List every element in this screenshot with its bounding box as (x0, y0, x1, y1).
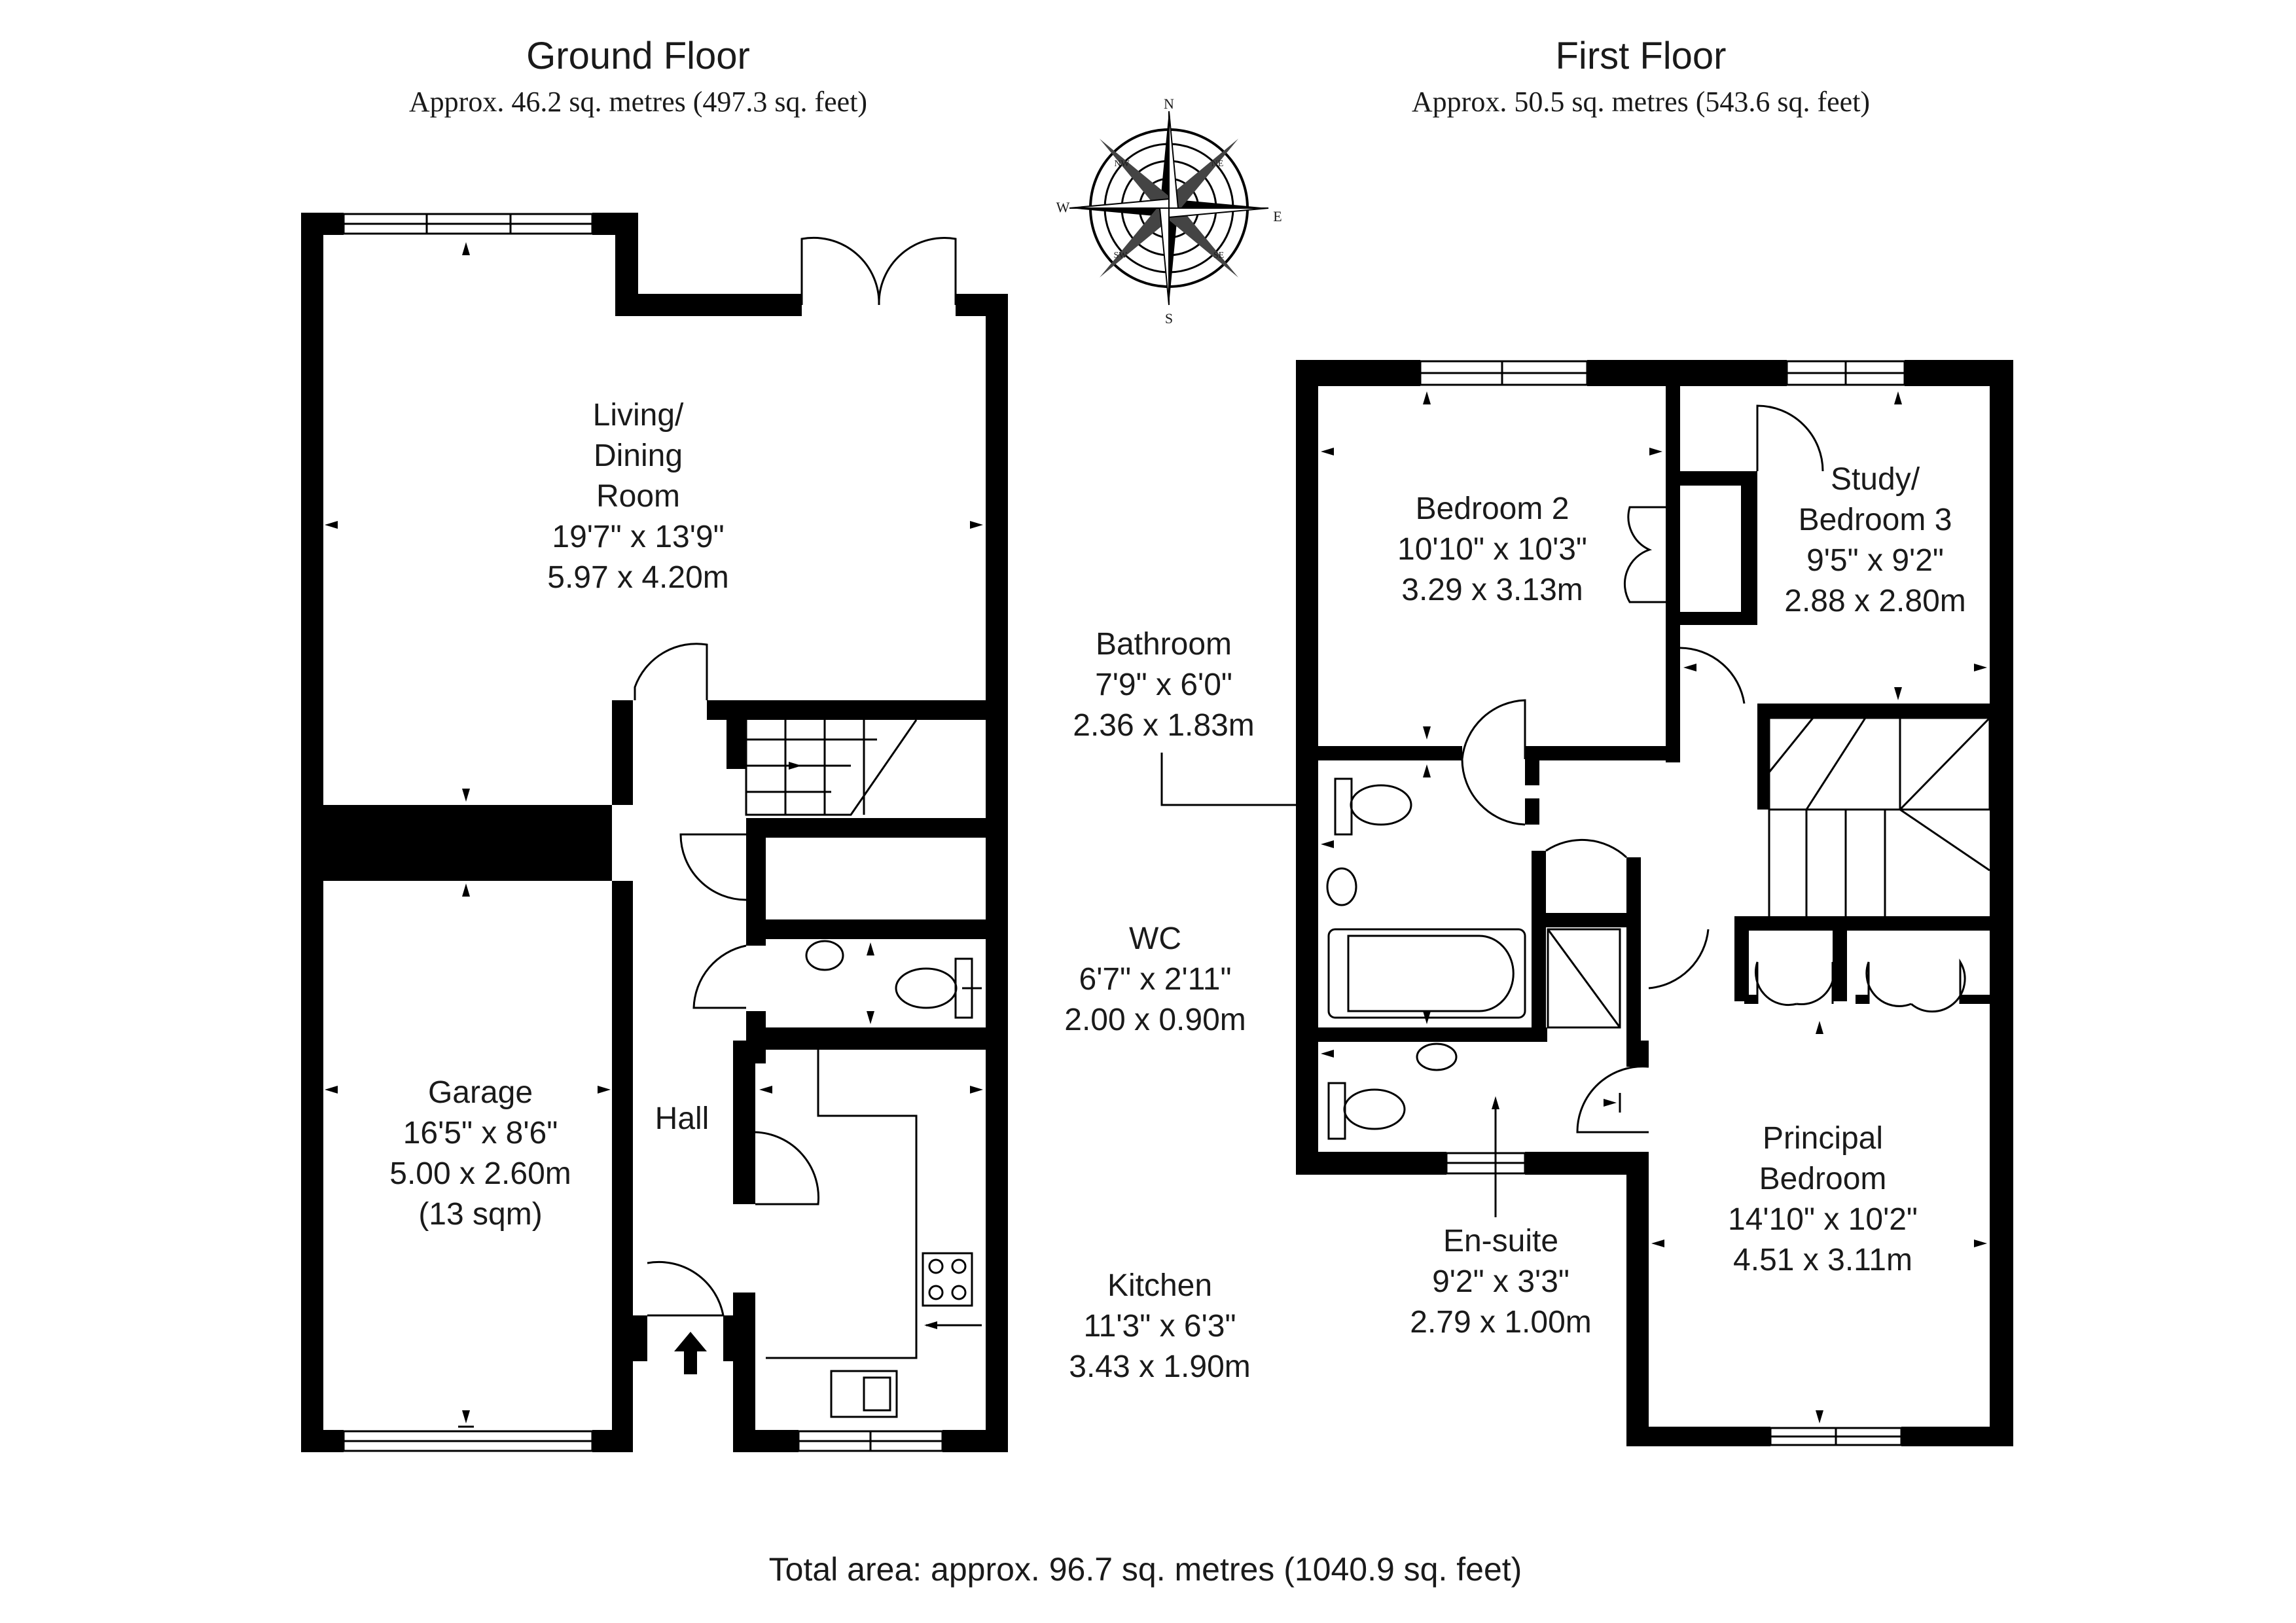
compass-n: N (1164, 96, 1174, 112)
principal-line-2: Bedroom (1759, 1162, 1887, 1196)
compass-e: E (1273, 208, 1282, 224)
study-line-4: 2.88 x 2.80m (1784, 584, 1966, 618)
hall-label: Hall (655, 1101, 709, 1136)
principal-line-3: 14'10" x 10'2" (1728, 1202, 1918, 1237)
bedroom2-line-1: Bedroom 2 (1416, 491, 1570, 526)
wc-line-2: 6'7" x 2'11" (1079, 962, 1232, 997)
study-line-1: Study/ (1831, 462, 1920, 497)
living-line-4: 19'7" x 13'9" (552, 520, 724, 554)
bathroom-line-1: Bathroom (1096, 627, 1232, 662)
principal-bedroom-label: Principal Bedroom 14'10" x 10'2" 4.51 x … (1728, 1121, 1918, 1277)
compass-nw: NW (1114, 159, 1130, 169)
kitchen-line-2: 11'3" x 6'3" (1084, 1309, 1236, 1344)
first-floor-windows (1419, 360, 1906, 1446)
ground-floor-stairs (745, 719, 918, 816)
garage-label: Garage 16'5" x 8'6" 5.00 x 2.60m (13 sqm… (389, 1075, 571, 1232)
compass-se: SE (1213, 251, 1224, 260)
ground-floor-fixtures (766, 940, 973, 1418)
bathroom-line-2: 7'9" x 6'0" (1095, 668, 1232, 702)
ground-floor-dimension-arrows (325, 242, 983, 1428)
living-line-5: 5.97 x 4.20m (547, 560, 729, 595)
living-dining-label: Living/ Dining Room 19'7" x 13'9" 5.97 x… (547, 398, 729, 595)
ensuite-label: En-suite 9'2" x 3'3" 2.79 x 1.00m (1410, 1224, 1592, 1340)
compass-w: W (1056, 199, 1070, 215)
bathroom-line-3: 2.36 x 1.83m (1073, 708, 1255, 743)
first-floor-walls (1296, 360, 2013, 1446)
kitchen-label: Kitchen 11'3" x 6'3" 3.43 x 1.90m (1069, 1268, 1251, 1384)
garage-line-4: (13 sqm) (418, 1197, 542, 1232)
principal-line-4: 4.51 x 3.11m (1733, 1243, 1912, 1277)
living-line-3: Room (596, 479, 680, 514)
living-line-1: Living/ (593, 398, 684, 433)
study-label: Study/ Bedroom 3 9'5" x 9'2" 2.88 x 2.80… (1784, 462, 1966, 618)
wc-line-1: WC (1129, 921, 1181, 956)
garage-line-2: 16'5" x 8'6" (403, 1116, 558, 1150)
first-floor-title: First Floor (1556, 35, 1727, 77)
first-floor-stairs (1768, 717, 1991, 916)
ensuite-line-1: En-suite (1443, 1224, 1558, 1258)
first-floor-fixtures (1326, 777, 1621, 1140)
wc-line-3: 2.00 x 0.90m (1064, 1003, 1246, 1037)
first-floor-doors (1461, 404, 1966, 1133)
ensuite-line-3: 2.79 x 1.00m (1410, 1305, 1592, 1340)
principal-line-1: Principal (1763, 1121, 1883, 1156)
ground-floor-doors (634, 236, 957, 1317)
bedroom2-label: Bedroom 2 10'10" x 10'3" 3.29 x 3.13m (1397, 491, 1587, 607)
compass-sw: SW (1114, 251, 1128, 260)
wc-label: WC 6'7" x 2'11" 2.00 x 0.90m (1064, 921, 1246, 1037)
first-floor-dimension-arrows (1160, 391, 1987, 1423)
first-floor-area: Approx. 50.5 sq. metres (543.6 sq. feet) (1412, 86, 1870, 118)
study-line-3: 9'5" x 9'2" (1806, 543, 1944, 578)
bathroom-label: Bathroom 7'9" x 6'0" 2.36 x 1.83m (1073, 627, 1255, 743)
garage-line-1: Garage (428, 1075, 533, 1110)
compass-ne: NE (1211, 159, 1224, 169)
bedroom2-line-3: 3.29 x 3.13m (1401, 573, 1583, 607)
garage-line-3: 5.00 x 2.60m (389, 1156, 571, 1191)
ground-floor-walls (301, 213, 1008, 1452)
ground-floor-title: Ground Floor (526, 35, 750, 77)
kitchen-line-1: Kitchen (1107, 1268, 1212, 1303)
ground-floor-area: Approx. 46.2 sq. metres (497.3 sq. feet) (409, 86, 867, 118)
entrance-arrow-icon (674, 1332, 707, 1374)
bedroom2-line-2: 10'10" x 10'3" (1397, 532, 1587, 567)
living-line-2: Dining (594, 438, 683, 473)
compass-s: S (1165, 310, 1173, 327)
ensuite-line-2: 9'2" x 3'3" (1432, 1264, 1570, 1299)
total-area: Total area: approx. 96.7 sq. metres (104… (769, 1551, 1522, 1588)
kitchen-line-3: 3.43 x 1.90m (1069, 1349, 1251, 1384)
compass-rose-icon (1069, 111, 1269, 306)
study-line-2: Bedroom 3 (1799, 503, 1952, 537)
ground-floor-windows (342, 213, 944, 1452)
